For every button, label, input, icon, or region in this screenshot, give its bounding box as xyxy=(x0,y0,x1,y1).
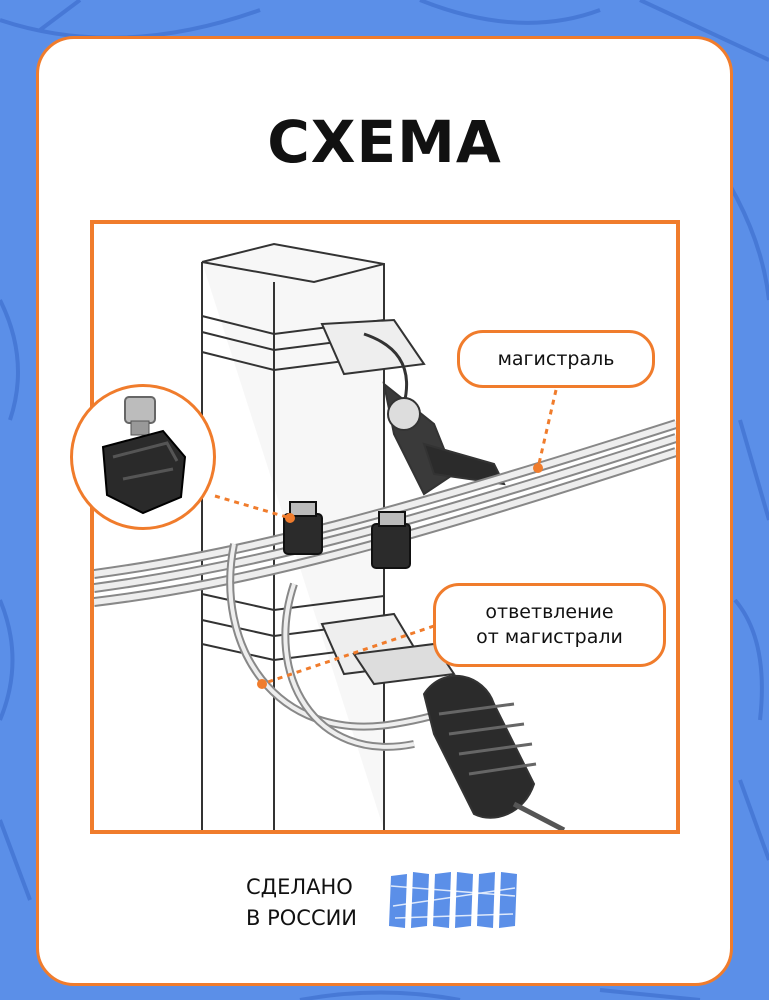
footer-line-1: СДЕЛАНО xyxy=(246,872,357,903)
scheme-illustration-frame xyxy=(90,220,680,834)
page-title: СХЕМА xyxy=(0,108,769,176)
branch-line-label: ответвление от магистрали xyxy=(476,600,623,649)
branch-line-callout: ответвление от магистрали xyxy=(433,583,666,667)
pole-diagram xyxy=(94,224,676,830)
brand-logo xyxy=(385,866,525,934)
made-in-russia-text: СДЕЛАНО В РОССИИ xyxy=(246,872,357,934)
footer-line-2: В РОССИИ xyxy=(246,903,357,934)
piercing-clamp-photo xyxy=(70,384,216,530)
main-line-label: магистраль xyxy=(498,347,615,372)
main-line-callout: магистраль xyxy=(457,330,655,388)
